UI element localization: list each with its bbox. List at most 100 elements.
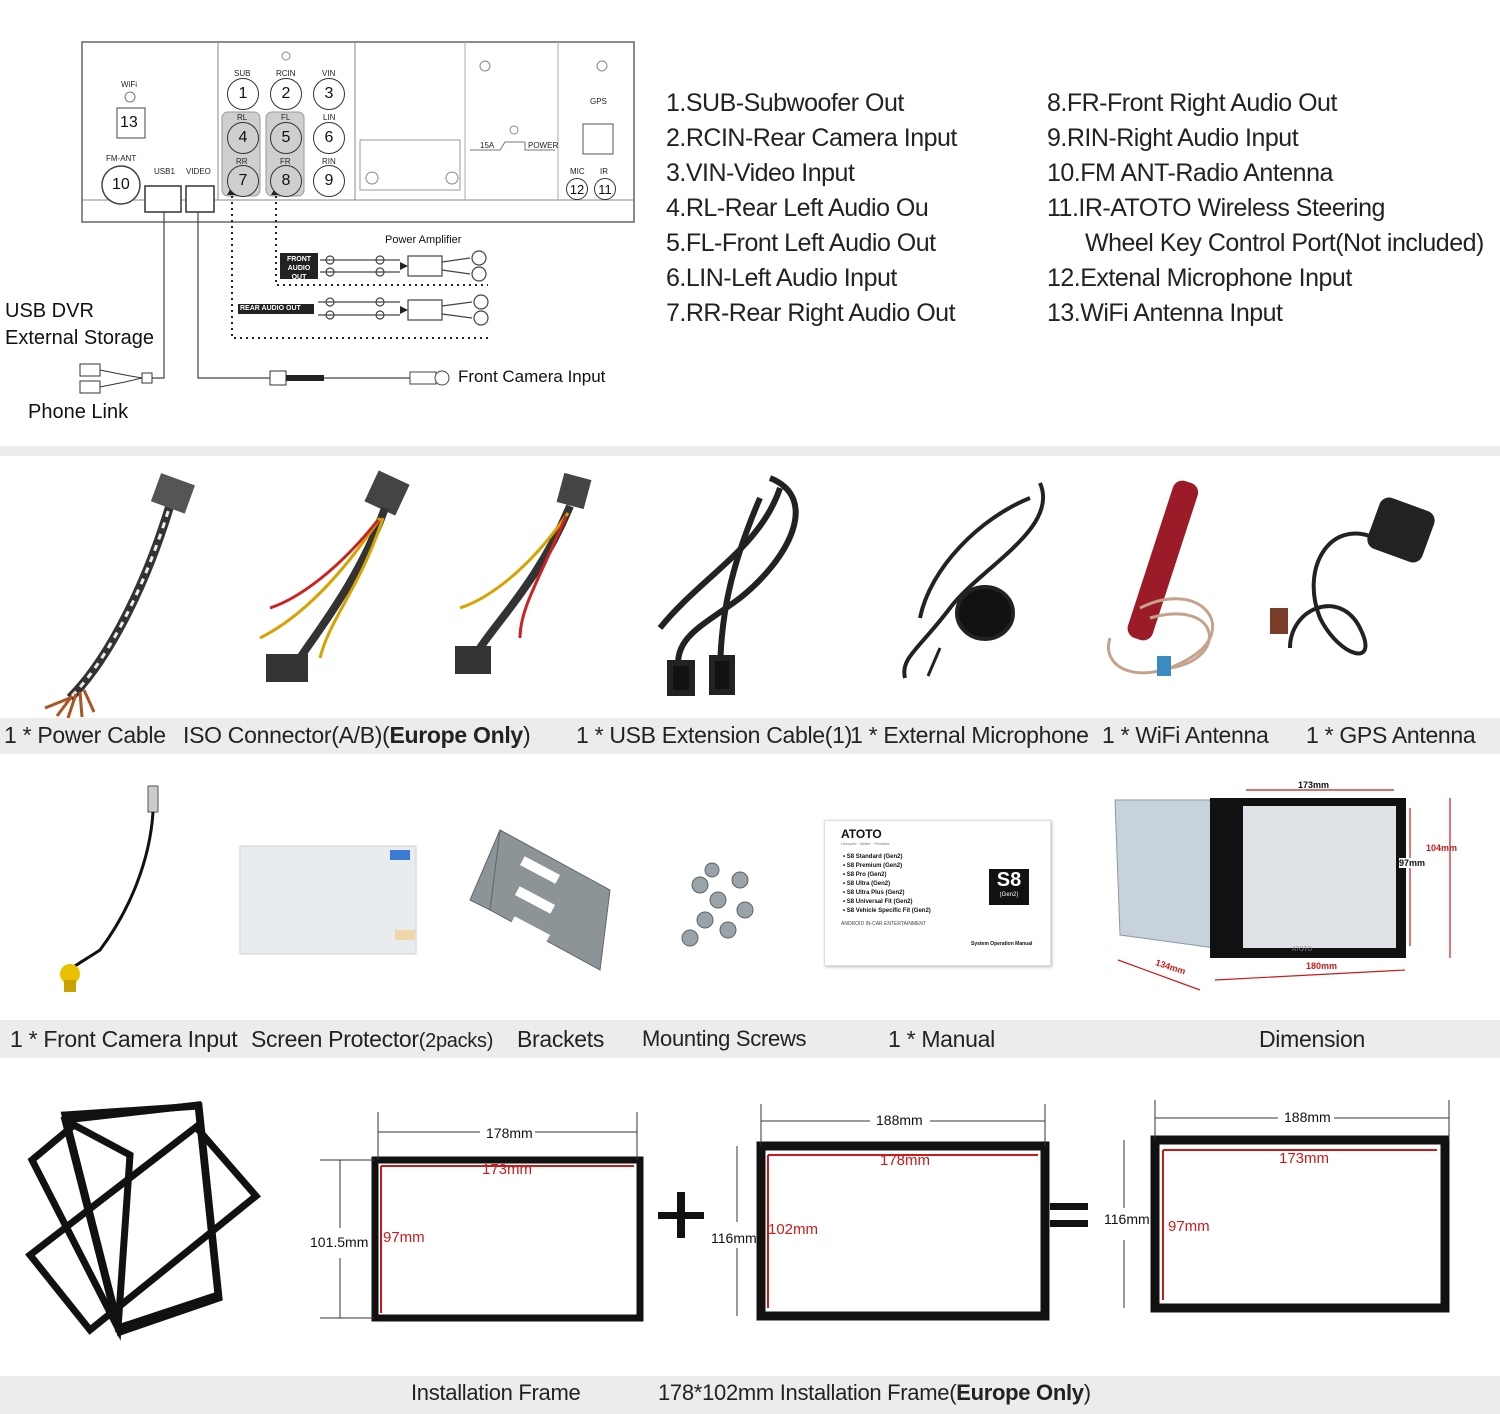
iso-connector-b-image (455, 472, 592, 674)
dim-height-inner: 97mm (1399, 858, 1426, 868)
frame2-inner-width: 178mm (880, 1152, 931, 1169)
wiring-diagram: WiFi SUB RCIN VIN RL FL LIN RR FR RIN FM… (0, 0, 650, 440)
manual-model-badge: S8 (Gen2) (989, 869, 1029, 905)
frame-2-drawing (736, 1104, 1050, 1321)
vin-label: VIN (322, 69, 336, 78)
manual-list-item: • S8 Pro (Gen2) (843, 872, 887, 878)
separator-band (0, 446, 1500, 456)
frame-1-drawing (320, 1112, 644, 1322)
caption-manual: 1 * Manual (888, 1026, 995, 1052)
brackets-image (469, 829, 611, 971)
rr-label: RR (236, 157, 248, 166)
caption-installation-frame: Installation Frame (411, 1380, 581, 1405)
manual-brand: ATOTO (841, 827, 882, 841)
row1-caption-band (0, 718, 1500, 754)
manual-list-item: • S8 Standard (Gen2) (843, 854, 903, 860)
wifi-antenna-image (1107, 480, 1214, 676)
manual-list-item: • S8 Premium (Gen2) (843, 863, 903, 869)
fm-ant-label: FM-ANT (106, 154, 137, 163)
caption-usb-extension: 1 * USB Extension Cable(1) (576, 722, 853, 748)
legend-item: 7.RR-Rear Right Audio Out (666, 299, 956, 327)
legend-item: 8.FR-Front Right Audio Out (1047, 89, 1337, 117)
row2-caption-band (0, 1020, 1500, 1058)
equals-sign (1050, 1203, 1088, 1227)
caption-iso-connector: ISO Connector(A/B)(Europe Only) (183, 722, 531, 749)
port-9: 9 (313, 165, 345, 197)
frame178-suffix: ) (1083, 1380, 1091, 1405)
screen-prot-packs: (2packs) (418, 1030, 494, 1052)
frame3-outer-height: 116mm (1104, 1211, 1150, 1227)
manual-model-list: • S8 Standard (Gen2) • S8 Premium (Gen2) •… (843, 853, 931, 916)
caption-mounting-screws: Mounting Screws (642, 1026, 807, 1051)
fr-label: FR (280, 157, 291, 166)
dim-height-outer: 104mm (1426, 843, 1458, 853)
manual-list-item: • S8 Vehicle Specific Fit (Gen2) (843, 908, 931, 914)
accessories-row-1 (44, 470, 1435, 718)
caption-screen-protector: Screen Protector(2packs) (251, 1026, 493, 1053)
front-camera-cable-image (60, 785, 159, 992)
phone-link-label: Phone Link (28, 401, 129, 423)
port-3: 3 (313, 78, 345, 110)
manual-list-item: • S8 Ultra (Gen2) (843, 881, 891, 887)
usb-dvr-label: USB DVR (5, 300, 94, 322)
manual-op-title: System Operation Manual (971, 941, 1033, 947)
screen-protector-image (239, 845, 417, 955)
iso-suffix: ) (522, 722, 531, 748)
frames-diagram (25, 1100, 1450, 1341)
external-storage-label: External Storage (5, 327, 154, 349)
frame3-inner-width: 173mm (1279, 1150, 1330, 1167)
fl-label: FL (281, 113, 291, 122)
port-2: 2 (270, 78, 302, 110)
manual-tagline: Lifecycle · Better · Possible (841, 841, 890, 846)
legend-item: 10.FM ANT-Radio Antenna (1047, 159, 1333, 187)
port-4: 4 (227, 122, 259, 154)
dim-width-bottom: 180mm (1306, 961, 1338, 971)
manual-model: S8 (996, 869, 1022, 891)
mic-label: MIC (570, 167, 585, 176)
iso-bold: Europe Only (389, 722, 523, 748)
port-11: 11 (594, 178, 616, 200)
mounting-screws-image (681, 862, 754, 947)
iso-connector-a-image (259, 470, 410, 682)
rin-label: RIN (322, 157, 336, 166)
frame2-outer-height: 116mm (711, 1230, 757, 1246)
legend-item: 6.LIN-Left Audio Input (666, 264, 897, 292)
wifi-label: WiFi (121, 80, 137, 89)
dim-width-top: 173mm (1298, 780, 1330, 790)
external-microphone-image (902, 482, 1045, 679)
port-13: 13 (120, 114, 138, 131)
screen-prot-prefix: Screen Protector (251, 1026, 419, 1052)
power-cable-image (44, 473, 195, 718)
installation-frame-image (25, 1101, 262, 1341)
frame178-prefix: 178*102mm Installation Frame( (658, 1380, 957, 1405)
rl-label: RL (237, 113, 248, 122)
caption-power-cable: 1 * Power Cable (4, 722, 166, 748)
rcin-label: RCIN (276, 69, 296, 78)
frame178-bold: Europe Only (956, 1380, 1084, 1405)
legend-item: 9.RIN-Right Audio Input (1047, 124, 1299, 152)
legend-item: 5.FL-Front Left Audio Out (666, 229, 936, 257)
caption-gps-antenna: 1 * GPS Antenna (1306, 722, 1476, 748)
port-12: 12 (566, 178, 588, 200)
frame-3-drawing (1123, 1100, 1450, 1313)
port-5: 5 (270, 122, 302, 154)
manual-gen: (Gen2) (999, 892, 1019, 898)
accessories-row-2 (60, 785, 1451, 992)
legend-item: 13.WiFi Antenna Input (1047, 299, 1283, 327)
gps-label: GPS (590, 97, 607, 106)
caption-external-microphone: 1 * External Microphone (850, 722, 1089, 748)
frame1-inner-width: 173mm (482, 1161, 533, 1178)
caption-dimension: Dimension (1259, 1026, 1365, 1052)
manual-image: ATOTO Lifecycle · Better · Possible S8 (… (824, 820, 1051, 966)
legend-item: 4.RL-Rear Left Audio Ou (666, 194, 929, 222)
usb-extension-cable-image (657, 475, 799, 696)
lin-label: LIN (323, 113, 336, 122)
manual-subtitle: ANDROID IN-CAR ENTERTAINMENT (841, 921, 927, 927)
front-audio-out-label: FRONT AUDIO OUT (286, 256, 312, 281)
frame2-outer-width: 188mm (876, 1112, 923, 1128)
legend-item: Wheel Key Control Port(Not included) (1085, 229, 1484, 257)
caption-178-frame: 178*102mm Installation Frame(Europe Only… (658, 1380, 1091, 1406)
gps-antenna-image (1270, 497, 1435, 656)
video-label: VIDEO (186, 167, 211, 176)
